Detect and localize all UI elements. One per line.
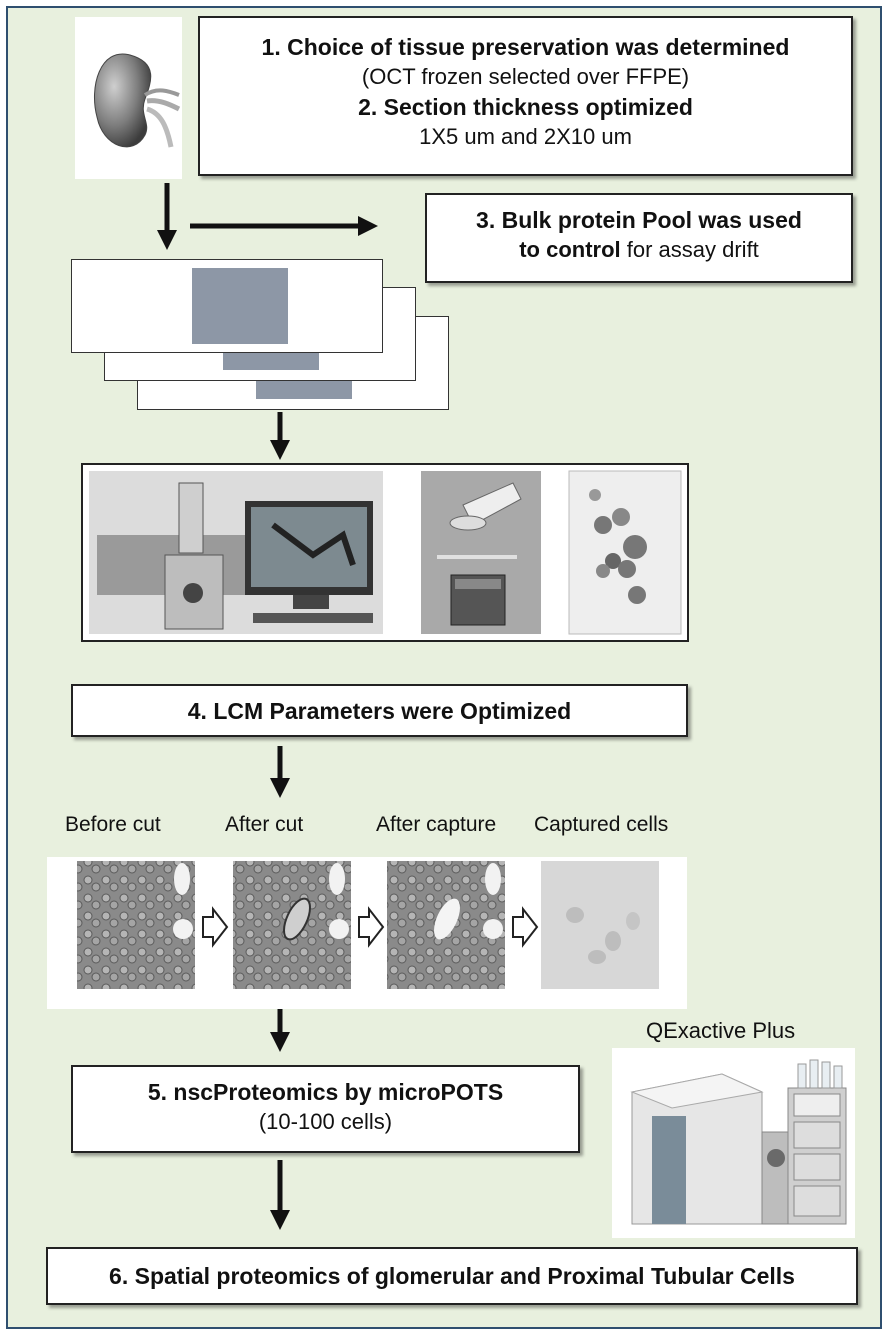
step-1-2-box: 1. Choice of tissue preservation was det… <box>198 16 853 176</box>
label-after-capture: After capture <box>376 813 497 836</box>
step-3-bold-part: to control <box>519 237 621 262</box>
step-3-box: 3. Bulk protein Pool was used to control… <box>425 193 853 283</box>
instrument-label: QExactive Plus <box>646 1018 796 1043</box>
lcm-equipment-panel <box>81 463 689 642</box>
step-1-title: 1. Choice of tissue preservation was det… <box>261 34 790 60</box>
step-5-subtitle: (10-100 cells) <box>258 1109 393 1134</box>
label-before-cut: Before cut <box>65 813 161 836</box>
captured-cells-image <box>541 861 659 989</box>
step-3-title: 3. Bulk protein Pool was used <box>476 207 802 233</box>
tissue-slide-1 <box>71 259 383 353</box>
step-6-box: 6. Spatial proteomics of glomerular and … <box>46 1247 858 1305</box>
step-3-rest-part: for assay drift <box>620 237 759 262</box>
kidney-image <box>75 17 182 179</box>
step-2-title: 2. Section thickness optimized <box>358 94 693 120</box>
label-captured-cells: Captured cells <box>534 813 669 836</box>
step-6-title: 6. Spatial proteomics of glomerular and … <box>109 1263 795 1289</box>
step-5-title: 5. nscProteomics by microPOTS <box>147 1079 504 1105</box>
step-4-title: 4. LCM Parameters were Optimized <box>187 698 572 724</box>
step-5-box: 5. nscProteomics by microPOTS (10-100 ce… <box>71 1065 580 1153</box>
step-1-subtitle: (OCT frozen selected over FFPE) <box>361 64 690 89</box>
qexactive-image <box>612 1048 855 1238</box>
label-after-cut: After cut <box>225 813 304 836</box>
lcm-sequence-panel <box>47 857 687 1009</box>
step-4-box: 4. LCM Parameters were Optimized <box>71 684 688 737</box>
step-2-subtitle: 1X5 um and 2X10 um <box>419 124 632 149</box>
step-3-subtitle: to control for assay drift <box>427 235 851 265</box>
